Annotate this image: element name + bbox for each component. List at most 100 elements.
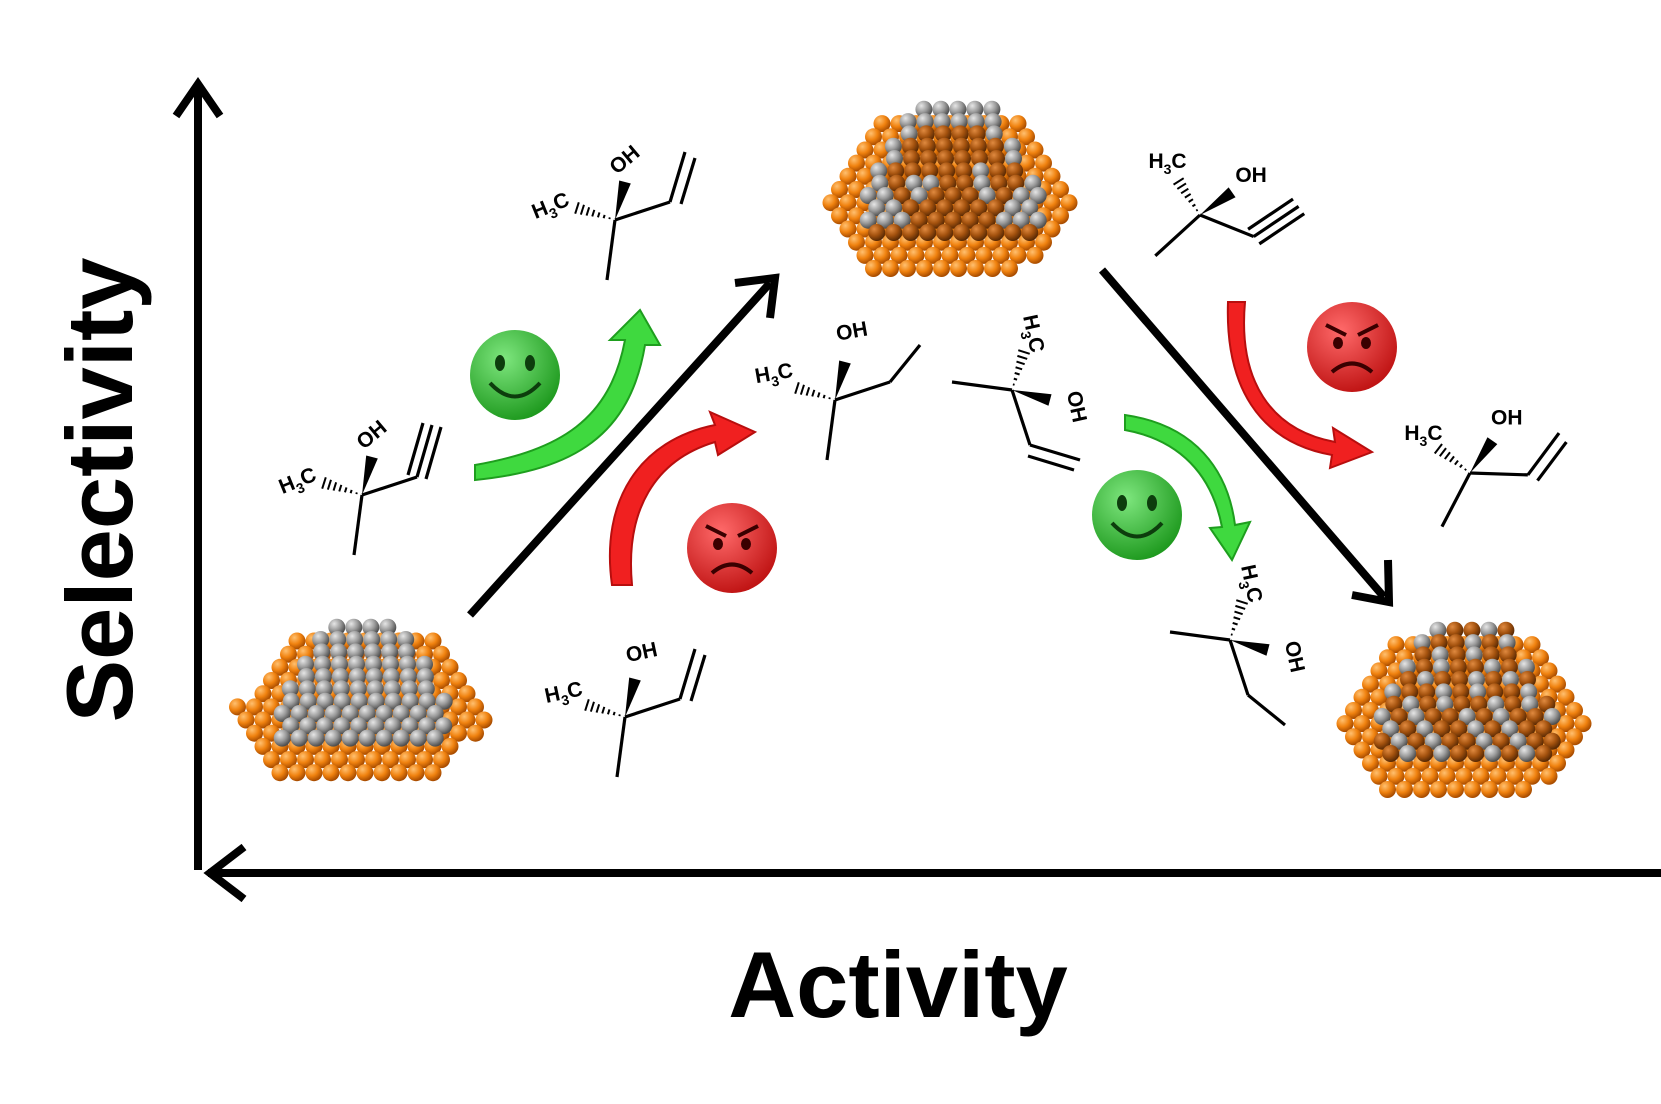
- shell-atom: [1035, 154, 1052, 172]
- shell-atom: [1421, 767, 1439, 785]
- core-atom: [348, 668, 366, 685]
- core-atom: [1384, 683, 1402, 701]
- shell-atom: [831, 181, 848, 198]
- core-atom: [904, 162, 922, 180]
- core-atom: [1416, 745, 1434, 762]
- core-atom: [314, 655, 331, 673]
- core-atom: [1526, 708, 1544, 725]
- methyl-label: H3C: [276, 463, 321, 502]
- core-atom: [1413, 634, 1431, 652]
- core-atom: [1492, 708, 1510, 725]
- core-atom: [1399, 720, 1417, 738]
- shell-atom: [1026, 141, 1044, 159]
- core-atom: [1435, 683, 1453, 701]
- shell-atom: [1353, 688, 1371, 706]
- core-atom: [955, 162, 973, 180]
- shell-atom: [407, 764, 425, 782]
- core-atom: [1382, 745, 1400, 762]
- shell-atom: [1379, 781, 1396, 798]
- core-atom: [307, 729, 325, 747]
- core-atom: [1399, 745, 1417, 762]
- core-atom: [927, 211, 945, 229]
- shell-atom: [373, 764, 391, 782]
- core-atom: [1029, 187, 1047, 204]
- shell-atom: [433, 751, 450, 769]
- core-atom: [375, 705, 393, 722]
- core-atom: [1500, 658, 1518, 676]
- core-atom: [885, 199, 903, 217]
- core-atom: [1458, 708, 1476, 725]
- shell-atom: [263, 672, 280, 689]
- core-atom: [983, 100, 1001, 118]
- shell-atom: [1549, 675, 1566, 693]
- core-atom: [1431, 646, 1449, 664]
- core-atom: [329, 631, 347, 648]
- core-atom: [953, 199, 971, 217]
- core-atom: [985, 125, 1003, 143]
- core-atom: [961, 187, 979, 204]
- core-atom: [426, 729, 444, 747]
- core-atom: [919, 224, 937, 241]
- shell-atom: [907, 246, 925, 264]
- core-atom: [870, 162, 888, 180]
- core-atom: [315, 680, 333, 698]
- core-atom: [886, 150, 903, 167]
- shell-atom: [1370, 662, 1388, 680]
- core-atom: [1451, 671, 1468, 688]
- core-atom: [969, 137, 987, 155]
- shell-atom: [1018, 128, 1035, 146]
- core-atom: [1441, 732, 1459, 750]
- shell-atom: [280, 751, 297, 769]
- core-atom: [299, 692, 317, 710]
- core-atom: [893, 211, 911, 229]
- shell-atom: [1532, 649, 1549, 667]
- core-atom: [1429, 621, 1447, 639]
- core-atom: [859, 211, 877, 229]
- shell-atom: [475, 711, 493, 729]
- shell-atom: [424, 632, 442, 650]
- core-atom: [401, 692, 419, 710]
- core-atom: [970, 199, 988, 217]
- core-atom: [970, 224, 988, 241]
- core-atom: [375, 729, 393, 747]
- shell-atom: [1052, 207, 1069, 225]
- core-atom: [350, 692, 368, 710]
- shell-atom: [467, 724, 484, 742]
- core-atom: [1430, 634, 1448, 652]
- core-atom: [328, 618, 346, 636]
- methyl-label: H3C: [1014, 313, 1048, 356]
- shell-atom: [933, 260, 950, 277]
- core-atom: [1467, 745, 1485, 762]
- core-atom: [1407, 708, 1425, 725]
- methyl-label: H3C: [1232, 563, 1266, 606]
- core-atom: [936, 199, 954, 217]
- shell-atom: [1336, 715, 1354, 733]
- shell-atom: [246, 724, 263, 742]
- shell-atom: [1043, 194, 1061, 212]
- core-atom: [1417, 671, 1434, 688]
- core-atom: [903, 150, 920, 167]
- core-atom: [382, 655, 399, 673]
- shell-atom: [1353, 715, 1371, 733]
- core-atom: [1535, 745, 1553, 762]
- nanoparticle-partial-shell: [822, 100, 1078, 277]
- trend-arrow-down: [1098, 267, 1388, 600]
- core-atom: [1433, 720, 1451, 738]
- core-atom: [952, 137, 970, 155]
- shell-atom: [975, 246, 993, 264]
- core-atom: [968, 125, 986, 143]
- shell-atom: [1557, 741, 1575, 759]
- core-atom: [1502, 671, 1519, 688]
- shell-atom: [958, 246, 976, 264]
- core-atom: [1519, 671, 1536, 688]
- core-atom: [330, 643, 348, 661]
- shell-atom: [1566, 728, 1583, 746]
- shell-atom: [441, 658, 459, 676]
- core-atom: [290, 705, 308, 722]
- core-atom: [384, 717, 402, 735]
- shell-atom: [1498, 781, 1515, 798]
- core-atom: [1518, 745, 1536, 762]
